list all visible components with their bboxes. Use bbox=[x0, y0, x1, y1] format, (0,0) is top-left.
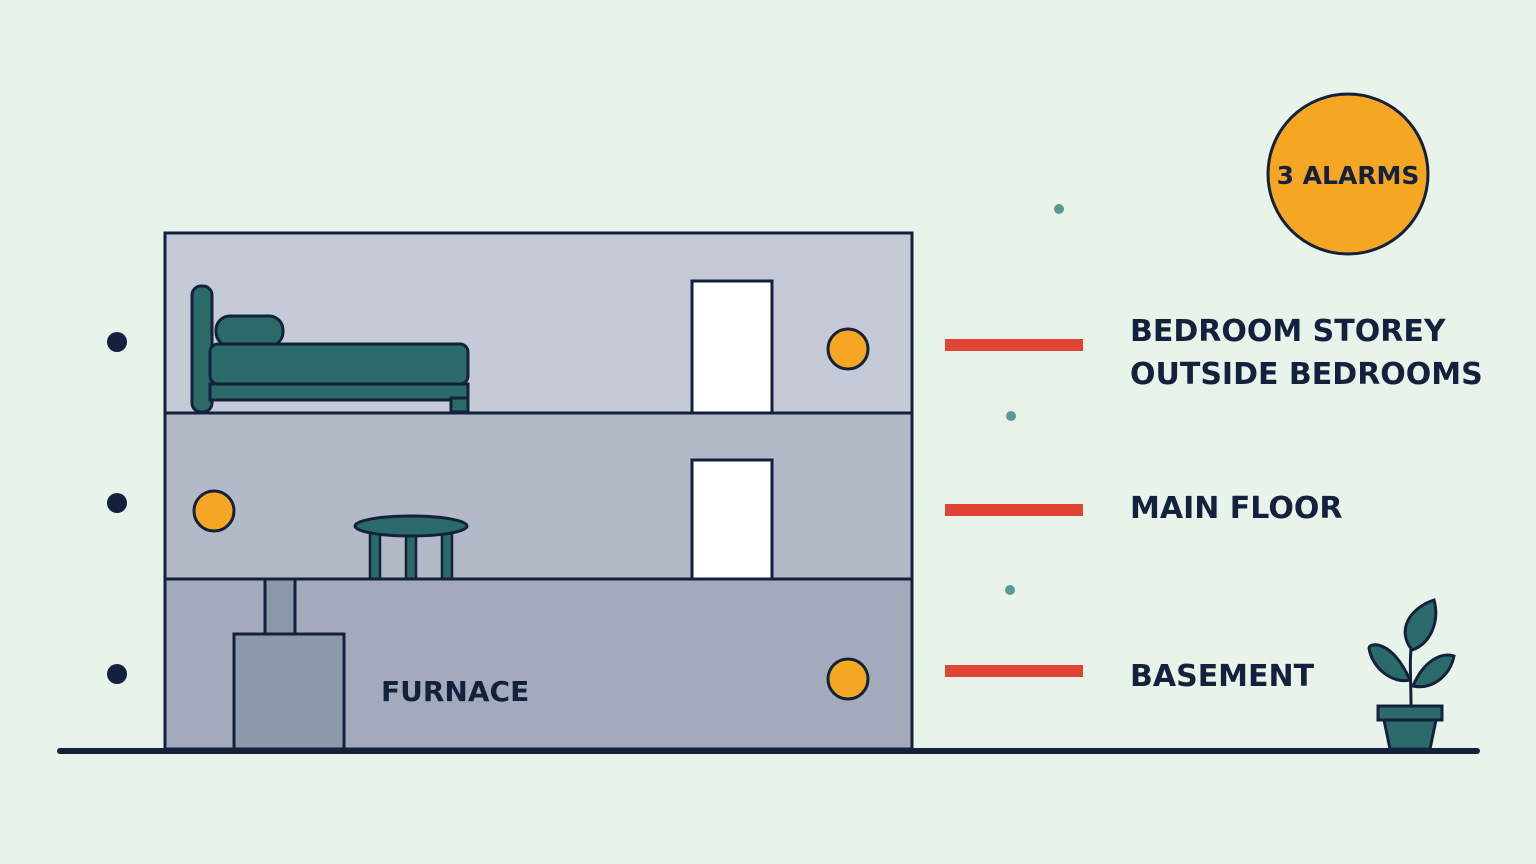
alarm-icon-basement bbox=[826, 657, 870, 701]
bed-icon bbox=[190, 284, 470, 414]
decor-dot bbox=[1054, 204, 1064, 214]
bedroom-door bbox=[690, 279, 774, 415]
decor-dot bbox=[1006, 411, 1016, 421]
furnace-icon bbox=[232, 577, 346, 751]
leader-line-bedroom-storey bbox=[945, 339, 1083, 351]
alarm-count-text: 3 ALARMS bbox=[1277, 161, 1420, 190]
floor-label-bedroom-storey-line2: OUTSIDE BEDROOMS bbox=[1130, 357, 1483, 392]
leader-line-main-floor bbox=[945, 504, 1083, 516]
floor-label-basement: BASEMENT bbox=[1130, 659, 1315, 694]
alarm-icon-bedroom-storey bbox=[826, 327, 870, 371]
main-floor-band bbox=[165, 413, 912, 579]
floor-label-bedroom-storey-line1: BEDROOM STOREY bbox=[1130, 314, 1447, 349]
decor-dot bbox=[1005, 585, 1015, 595]
alarm-icon-main-floor bbox=[192, 489, 236, 533]
floor-label-main-floor: MAIN FLOOR bbox=[1130, 491, 1342, 526]
table-icon bbox=[353, 514, 469, 581]
alarm-count-badge bbox=[1266, 92, 1430, 256]
plant-icon bbox=[1367, 598, 1456, 751]
bullet-dot-basement bbox=[107, 664, 127, 684]
bullet-dot-main-floor bbox=[107, 493, 127, 513]
bullet-dot-bedroom-storey bbox=[107, 332, 127, 352]
leader-line-basement bbox=[945, 665, 1083, 677]
main-floor-door bbox=[690, 458, 774, 581]
furnace-label: FURNACE bbox=[381, 675, 529, 708]
